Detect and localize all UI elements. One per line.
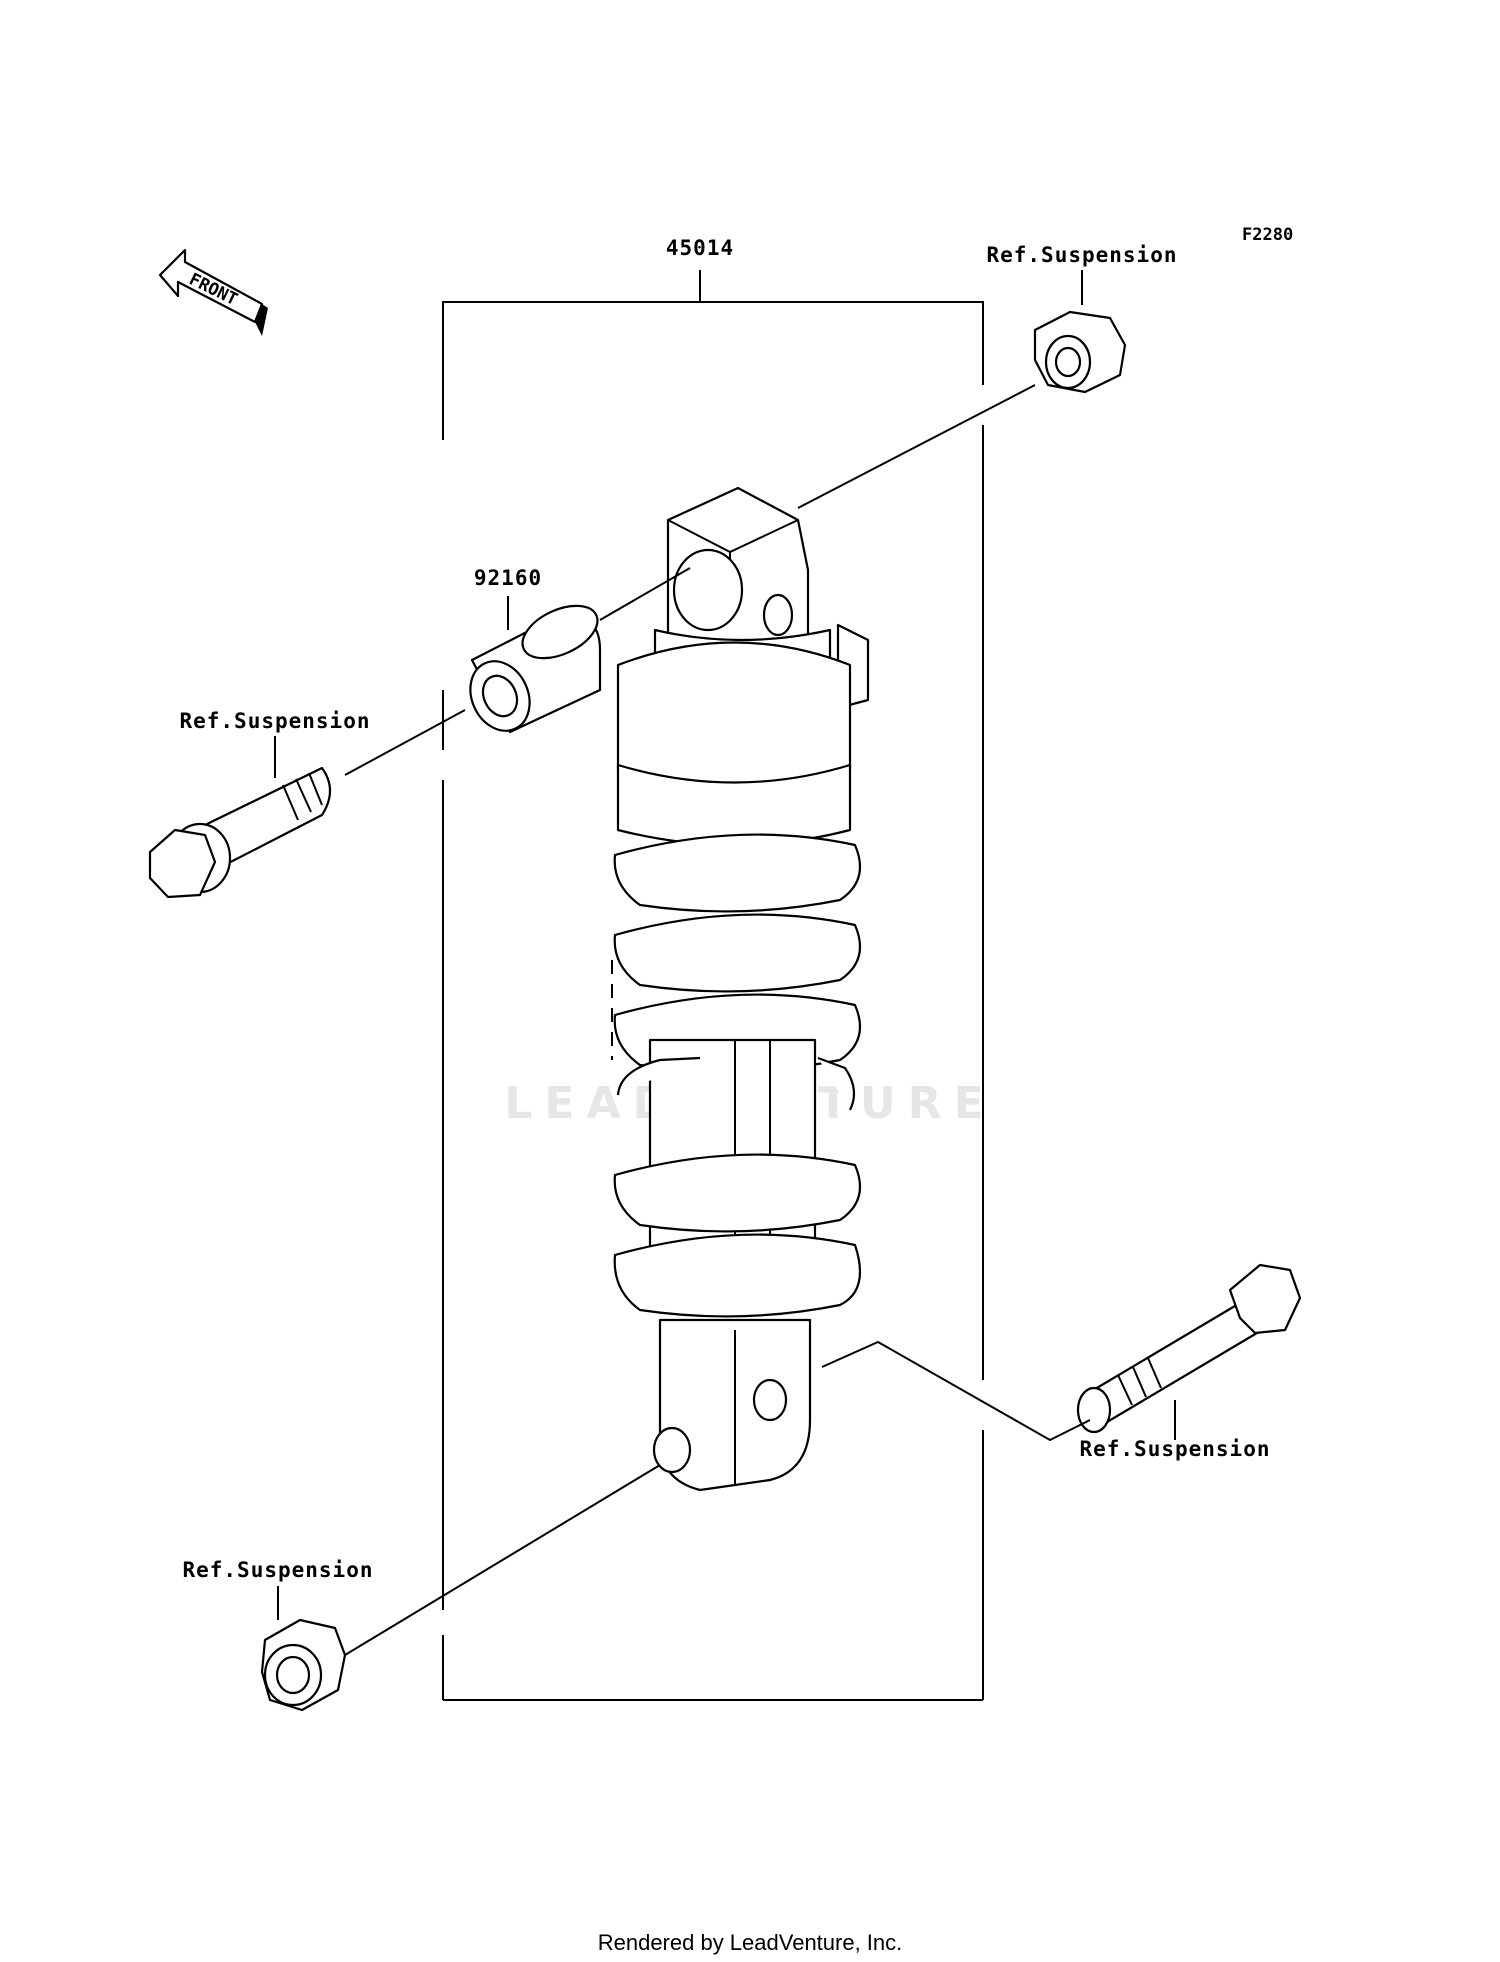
leader-left-bolt-to-collar: [344, 709, 466, 776]
shock-absorber: [611, 486, 870, 1492]
bolt-right: [1076, 1263, 1302, 1434]
leader-collar-to-eye: [599, 567, 691, 621]
leader-right-bolt-to-eye: [821, 1340, 1091, 1442]
leader-top-nut-to-eye: [797, 384, 1036, 509]
diagram-code: F2280: [1242, 225, 1293, 245]
front-arrow-icon: FRONT: [158, 248, 268, 336]
ref-label-top-nut: Ref.Suspension: [986, 243, 1177, 267]
ref-label-right-bolt: Ref.Suspension: [1079, 1437, 1270, 1461]
leader-bottom-nut-to-eye: [344, 1464, 661, 1656]
ref-label-left-bolt: Ref.Suspension: [179, 709, 370, 733]
part-number-92160: 92160: [474, 566, 542, 590]
bolt-left: [148, 766, 332, 899]
footer-credit: Rendered by LeadVenture, Inc.: [598, 1930, 903, 1955]
nut-bottom: [260, 1618, 347, 1712]
assembly-bracket: [442, 270, 984, 1701]
front-label: FRONT: [186, 270, 241, 310]
part-number-45014: 45014: [666, 236, 734, 260]
ref-label-bottom-nut: Ref.Suspension: [182, 1558, 373, 1582]
spring-coils: [613, 833, 862, 1073]
collar-92160: [469, 604, 602, 734]
nut-top: [1033, 310, 1127, 394]
